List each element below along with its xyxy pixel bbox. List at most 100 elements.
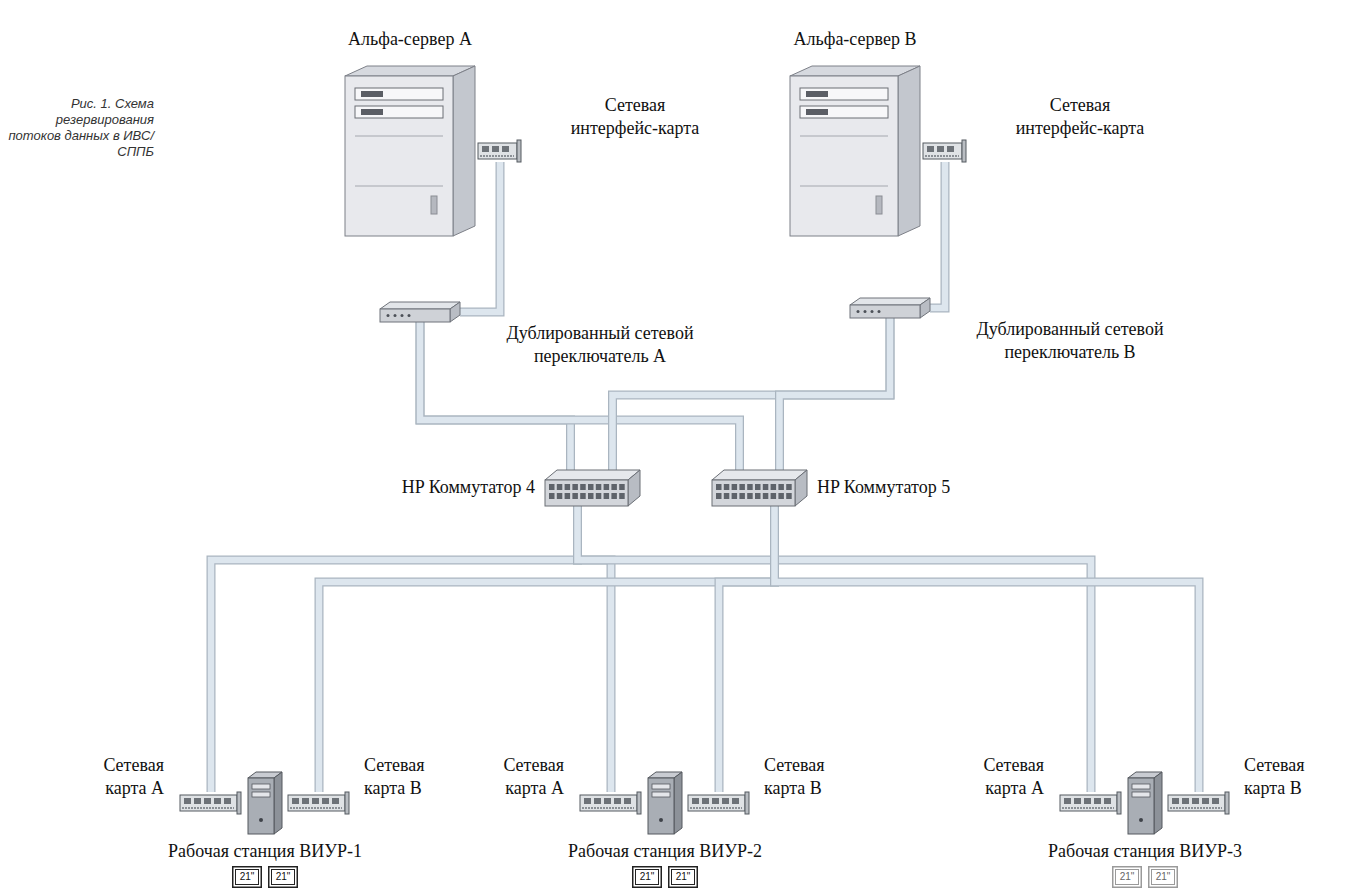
card-contacts [925,155,959,157]
workstation-tower-drawing [1128,772,1162,834]
drive-slot [806,91,828,97]
card-chip [624,798,631,804]
link-outline [719,506,775,792]
hub-port [732,484,738,490]
hub-port [763,493,769,499]
card-board [180,795,237,811]
card-chip [1212,798,1219,804]
card-bracket [1117,792,1121,814]
hub-port [588,484,594,490]
ws-bay [252,784,270,789]
switch-led [857,310,860,313]
hub-port [786,484,792,490]
hp-switch: HP Коммутатор 4 [545,470,640,506]
card-chip [224,798,231,804]
hub-port [771,493,777,499]
card-bracket [517,140,521,162]
link-outline [211,506,578,792]
network-card: Сетевая интерфейс-карта [923,140,967,162]
hub-top [545,470,640,480]
hub-port [611,484,617,490]
monitor: 21" [1112,866,1142,888]
node-label: HP Коммутатор 4 [345,476,535,499]
hub-port [565,493,571,499]
server-tower: Альфа-сервер А [345,66,475,236]
hp-switch: HP Коммутатор 5 [712,470,807,506]
panel-line [800,186,888,187]
monitor-frame [233,867,262,888]
monitor-size: 21" [240,871,255,883]
link-band [780,318,891,470]
hub-front [545,480,628,506]
network-card-drawing [1060,792,1122,814]
monitor-size: 21" [640,871,655,883]
hub-port [580,493,586,499]
link-outline [578,506,612,792]
link-band [930,162,945,308]
network-link [775,506,1200,792]
monitor-frame [633,867,662,888]
link-band [578,506,612,792]
hub-port [604,493,610,499]
drive-bay [355,88,443,100]
network-card: Сетевая карта А [580,792,642,814]
hub-port [549,493,555,499]
node-label: Рабочая станция ВИУР-3 [1005,840,1285,863]
hub-port [596,493,602,499]
server-tower-drawing [345,66,475,236]
server-tower: Альфа-сервер В [790,66,920,236]
node-label: Сетевая карта А [480,754,564,800]
link-outline [319,506,775,792]
card-chip [692,798,699,804]
hub-port [771,484,777,490]
hub-port [565,484,571,490]
network-card: Сетевая карта В [288,792,350,814]
link-band [319,506,775,792]
ws-button [1139,818,1143,822]
switch-led [387,314,390,317]
monitor-screen [636,870,659,885]
power-button [876,196,882,214]
node-label: Сетевая карта А [80,754,164,800]
card-chip [1202,798,1209,804]
network-link [578,506,612,792]
tower-front [790,76,898,236]
ws-button [259,818,263,822]
card-chip [502,146,509,152]
workstation-tower: Рабочая станция ВИУР-2 [648,772,682,834]
ws-front [248,778,274,834]
card-chip [1094,798,1101,804]
node-label: Сетевая карта В [1244,754,1328,800]
network-card-drawing [923,140,967,162]
card-board [1060,795,1117,811]
card-contacts [582,807,634,809]
hub-port [724,484,730,490]
ws-front [648,778,674,834]
monitor: 21" [632,866,662,888]
link-band [775,506,1200,792]
node-label: Сетевая карта В [364,754,448,800]
network-switch-drawing [380,302,460,322]
hub-side [795,470,807,506]
hub-port [572,493,578,499]
switch-led [864,310,867,313]
hub-port [572,484,578,490]
hub-port [778,493,784,499]
ws-side [274,772,282,834]
tower-front [345,76,453,236]
switch-side [920,298,930,318]
drive-slot [361,91,383,97]
link-outline [578,506,1092,792]
hp-switch-drawing [712,470,807,506]
link-band [211,506,578,792]
node-label: Альфа-сервер В [750,28,960,51]
card-bracket [237,792,241,814]
card-chip [322,798,329,804]
monitor: 21" [1148,866,1178,888]
hub-port [611,493,617,499]
hub-port [557,484,563,490]
node-label: Сетевая карта В [764,754,848,800]
monitor-screen [672,870,695,885]
node-label: Сетевая карта А [960,754,1044,800]
tower-side [453,66,475,236]
